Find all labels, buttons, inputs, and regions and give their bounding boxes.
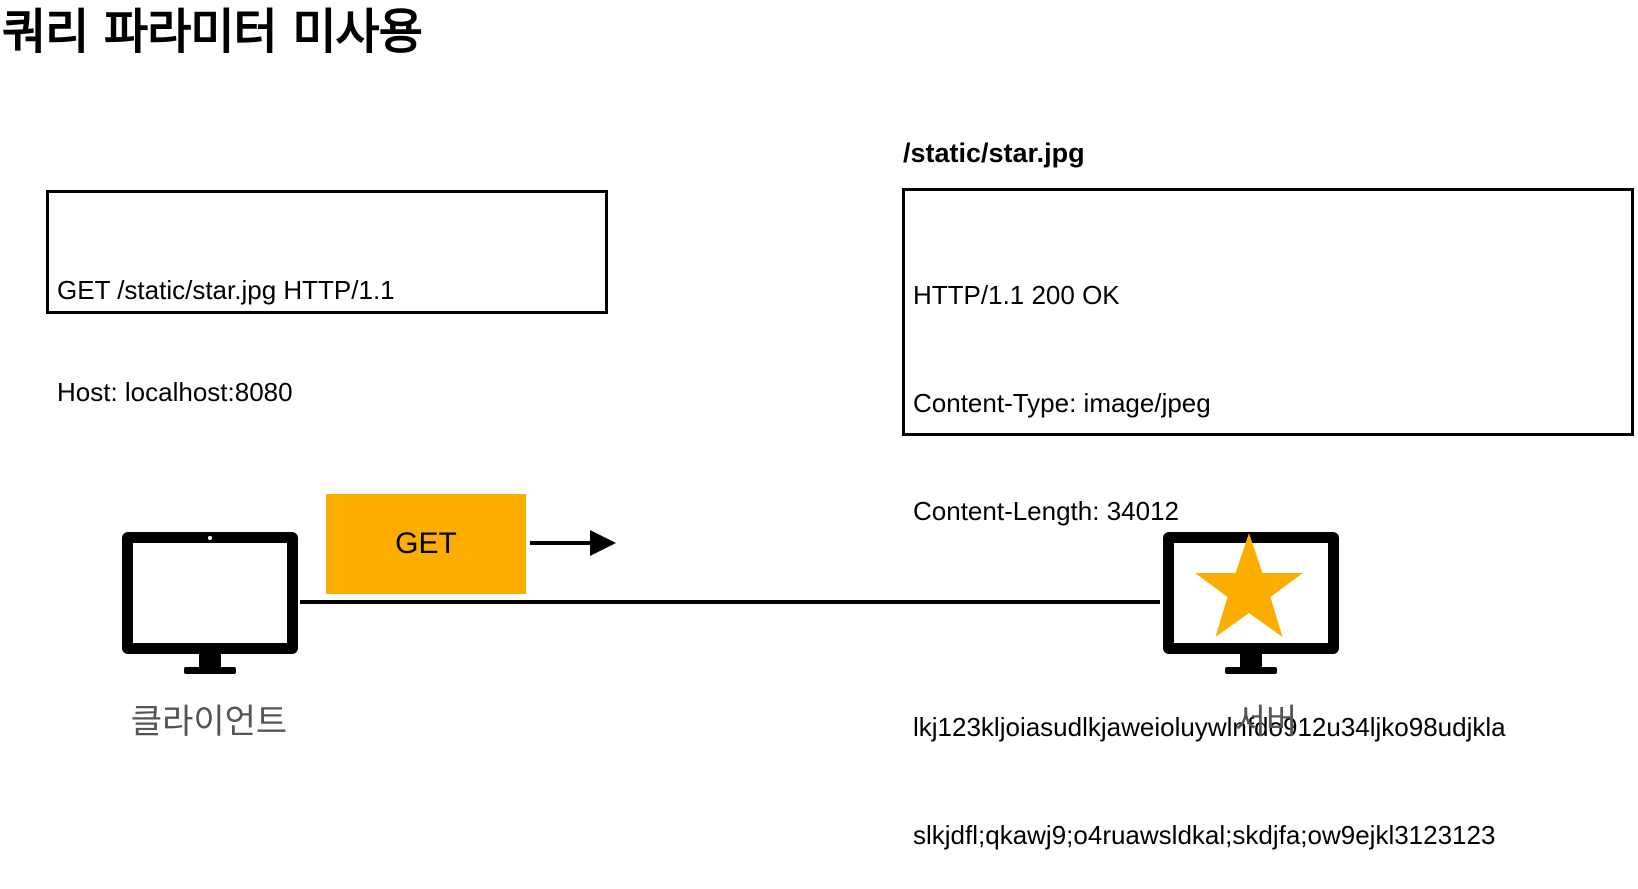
request-header-host: Host: localhost:8080 <box>57 377 293 407</box>
monitor-icon <box>122 532 298 674</box>
response-header-content-length: Content-Length: 34012 <box>913 496 1179 526</box>
server-label: 서버 <box>1234 702 1298 742</box>
response-body-line: slkjdfl;qkawj9;o4ruawsldkal;skdjfa;ow9ej… <box>913 820 1496 850</box>
diagram-graphics <box>122 530 1339 674</box>
resource-path-label: /static/star.jpg <box>903 138 1085 168</box>
response-status-line: HTTP/1.1 200 OK <box>913 280 1120 310</box>
page-title: 쿼리 파라미터 미사용 <box>2 4 423 60</box>
arrow-right-icon <box>530 530 616 556</box>
get-method-label: GET <box>395 527 457 560</box>
request-message-box: GET /static/star.jpg HTTP/1.1 Host: loca… <box>46 190 608 407</box>
request-line: GET /static/star.jpg HTTP/1.1 <box>57 275 395 305</box>
server-monitor-icon <box>1163 532 1339 674</box>
response-body-line: lkj123kljoiasudlkjaweioluywlnfdo912u34lj… <box>913 712 1506 742</box>
get-method-badge: GET <box>326 494 526 594</box>
response-header-content-type: Content-Type: image/jpeg <box>913 388 1211 418</box>
client-label: 클라이언트 <box>130 702 288 742</box>
star-icon <box>1195 533 1303 637</box>
